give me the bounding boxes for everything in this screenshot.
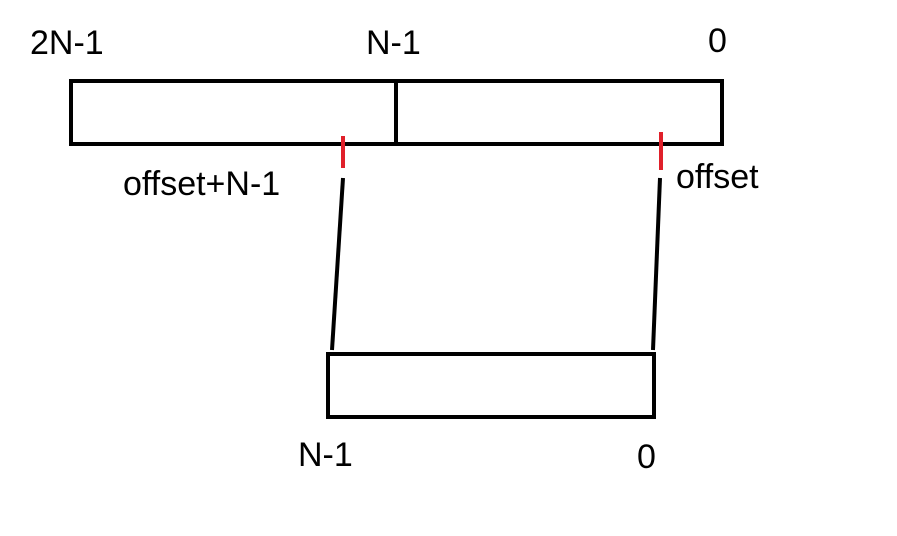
top-middle-index-label: N-1 xyxy=(366,24,421,62)
offset-low-label: offset xyxy=(676,158,759,196)
slice-register-box xyxy=(326,352,656,419)
top-left-index-label: 2N-1 xyxy=(30,24,104,62)
top-right-index-label: 0 xyxy=(708,22,727,60)
offset-high-label: offset+N-1 xyxy=(123,165,281,203)
slice-connector-right xyxy=(651,177,662,351)
bottom-left-index-label: N-1 xyxy=(298,436,353,474)
slice-connector-left xyxy=(330,177,345,351)
bottom-right-index-label: 0 xyxy=(637,438,656,476)
